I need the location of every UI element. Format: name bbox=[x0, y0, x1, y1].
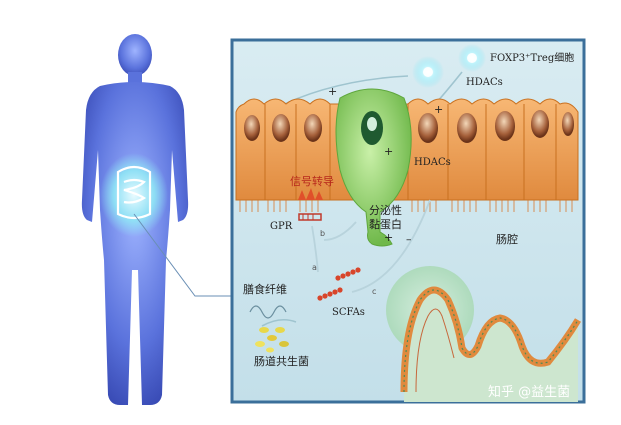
goblet-cell bbox=[335, 88, 412, 247]
cell-nucleus bbox=[244, 110, 574, 143]
hdacs-mid-label: HDACs bbox=[414, 157, 451, 168]
connector-line bbox=[133, 213, 234, 297]
signal-transduction-label: 信号转导 bbox=[290, 175, 334, 188]
plus-mid-label: + bbox=[384, 145, 394, 158]
gpr-label: GPR bbox=[270, 221, 293, 232]
hdacs-top-label: HDACs bbox=[466, 77, 503, 88]
scfa-molecules-icon bbox=[317, 267, 361, 301]
intestine-icon bbox=[116, 165, 152, 220]
pathway-arrows bbox=[311, 199, 431, 293]
microbiota-label: 肠道共生菌 bbox=[254, 355, 309, 368]
secreted-protein-label: 分泌性 黏蛋白 bbox=[369, 204, 402, 231]
lumen-label: 肠腔 bbox=[496, 233, 518, 246]
arrow-c-label: c bbox=[372, 287, 377, 296]
plus-left-label: + bbox=[328, 85, 338, 98]
treg-label: FOXP3⁺Treg细胞 bbox=[490, 53, 575, 64]
villus-cross-section bbox=[400, 286, 582, 402]
scfas-label: SCFAs bbox=[332, 307, 365, 318]
fiber-icon bbox=[249, 305, 287, 319]
human-body-figure bbox=[81, 34, 189, 405]
watermark-text: 知乎 @益生菌 bbox=[488, 385, 571, 400]
arrow-b-label: b bbox=[320, 229, 326, 238]
bacteria-cluster-icon bbox=[255, 327, 289, 353]
gpr-receptor-icon bbox=[298, 213, 322, 221]
plus-scfa-label: + bbox=[384, 231, 394, 244]
minus-label: – bbox=[406, 233, 412, 246]
fiber-label: 膳食纤维 bbox=[243, 283, 287, 296]
plus-top-label: + bbox=[434, 103, 444, 116]
arrow-a-label: a bbox=[312, 263, 317, 272]
signal-spark-icon bbox=[298, 188, 323, 200]
